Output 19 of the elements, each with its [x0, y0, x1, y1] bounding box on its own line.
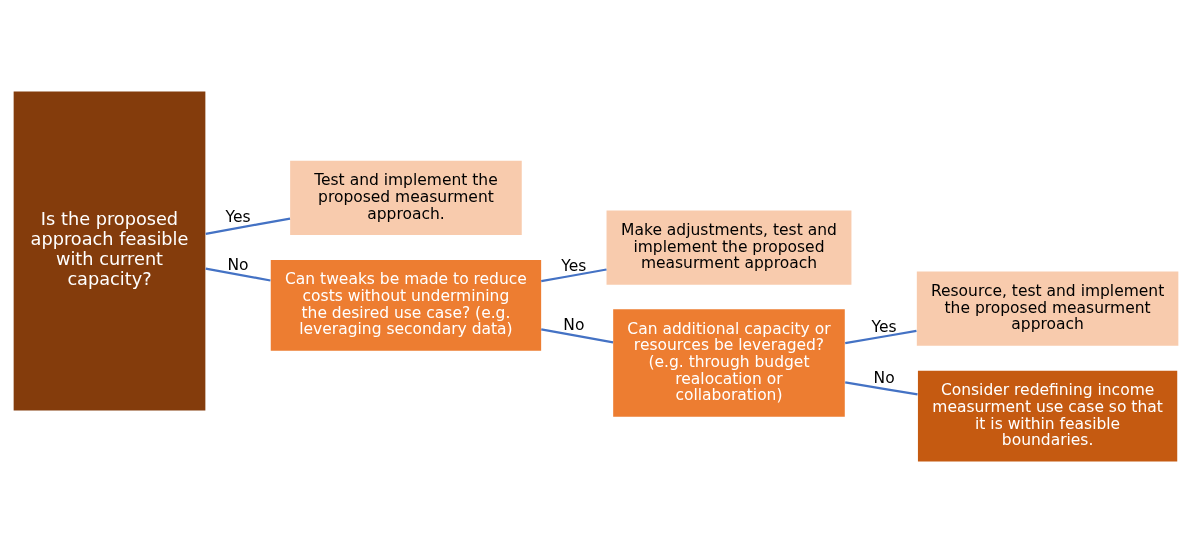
connector — [541, 268, 607, 283]
connector — [541, 328, 614, 344]
node-box: Is the proposed approach feasible with current capacity? — [13, 91, 206, 411]
connector — [845, 329, 917, 345]
edge-label: No — [563, 315, 585, 334]
edge-label: Yes — [561, 257, 587, 276]
connector — [205, 217, 291, 235]
edge-label: No — [873, 369, 895, 388]
node-box: Consider redefining income measurment use case so that it is within feasible boundaries. — [917, 370, 1178, 462]
node-box: Can additional capacity or resources be leveraged? (e.g. through budget realocation or collaboration) — [613, 309, 845, 417]
node-box: Make adjustments, test and implement the proposed measurment approach — [606, 210, 852, 285]
node-box: Can tweaks be made to reduce costs without undermining the desired use case? (e.g. leveraging secondary data) — [270, 259, 542, 351]
edge-label: No — [227, 256, 249, 275]
edge-label: Yes — [225, 208, 251, 227]
node-box: Test and implement the proposed measurment approach. — [290, 160, 522, 235]
connector — [205, 267, 271, 282]
node-box: Resource, test and implement the proposed measurment approach — [916, 271, 1179, 346]
connector — [845, 381, 918, 396]
edge-label: Yes — [871, 318, 897, 337]
